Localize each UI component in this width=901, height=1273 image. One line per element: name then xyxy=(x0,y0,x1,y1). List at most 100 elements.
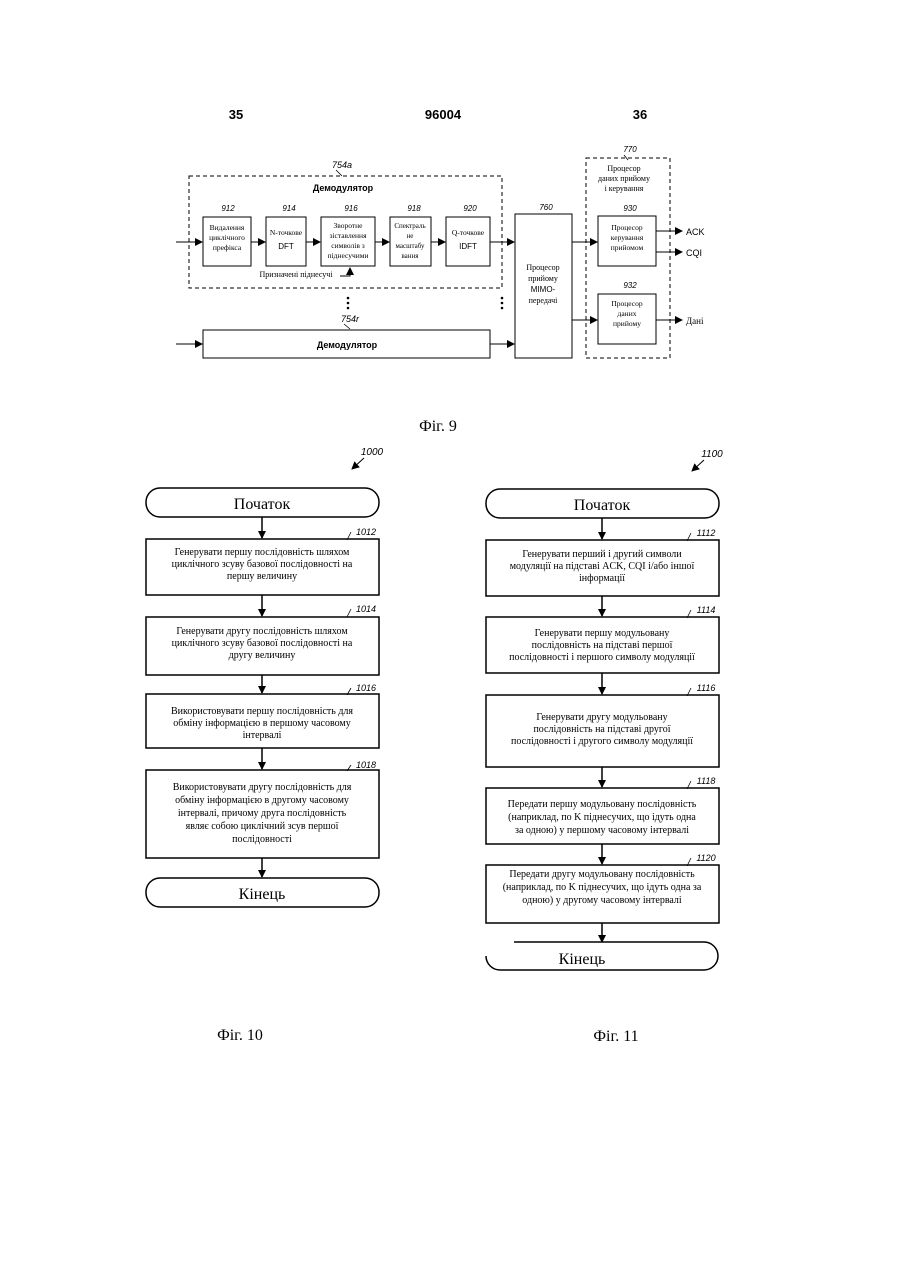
ref-1116: 1116 xyxy=(697,683,716,693)
block-918-line-4: вання xyxy=(401,252,419,260)
step-1014-line-1: Генерувати другу послідовність шляхом xyxy=(176,626,348,637)
block-930-line-3: прийомом xyxy=(611,243,644,252)
container-770-title-line-2: даних прийому xyxy=(598,174,650,183)
mimo-line-3: MIMO- xyxy=(531,285,556,294)
ellipsis-dots xyxy=(347,297,504,310)
page-number-right: 36 xyxy=(633,107,647,122)
block-930-line-2: керування xyxy=(611,233,644,242)
assigned-subcarriers-label: Призначені піднесучі xyxy=(259,270,333,279)
ref-918: 918 xyxy=(407,204,421,213)
figure-11-caption: Фіг. 11 xyxy=(593,1028,638,1045)
figure-10-caption: Фіг. 10 xyxy=(217,1027,263,1044)
ref-912: 912 xyxy=(221,204,235,213)
ref-920: 920 xyxy=(463,204,477,213)
figure-10: 1000 Початок 1012 Генерувати першу послі… xyxy=(146,447,384,1044)
ref-1000: 1000 xyxy=(361,447,384,458)
block-912-line-3: префікса xyxy=(213,243,242,252)
step-1018-line-2: обміну інформацією в другому часовому xyxy=(175,795,349,806)
block-918-line-3: масштабу xyxy=(395,242,425,250)
page-number-left: 35 xyxy=(229,107,243,122)
output-data: Дані xyxy=(686,316,704,326)
ref-754a: 754a xyxy=(332,160,352,170)
step-1120-line-2: (наприклад, по K піднесучих, що ідуть од… xyxy=(503,882,702,893)
figure-9: 754a Демодулятор 912 Видалення циклічног… xyxy=(176,145,705,435)
ref-914: 914 xyxy=(282,204,296,213)
block-932-line-2: даних xyxy=(618,309,637,318)
demodulator-754r-title: Демодулятор xyxy=(317,340,378,350)
block-918-line-1: Спектраль xyxy=(394,222,425,230)
step-1018-line-1: Використовувати другу послідовність для xyxy=(173,782,352,793)
fig11-start-label: Початок xyxy=(574,497,631,514)
step-1012-line-3: першу величину xyxy=(227,571,297,582)
block-932-line-1: Процесор xyxy=(611,299,643,308)
step-1112-line-2: модуляції на підставі ACK, CQI і/або інш… xyxy=(510,561,695,572)
step-1116-line-1: Генерувати другу модульовану xyxy=(536,712,667,723)
step-1120-line-3: одною) у другому часовому інтервалі xyxy=(522,895,682,906)
ref-916: 916 xyxy=(344,204,358,213)
block-920-line-2: IDFT xyxy=(459,242,477,251)
fig11-end-label: Кінець xyxy=(559,951,606,968)
ref-1012: 1012 xyxy=(356,527,376,537)
step-1114-line-3: послідовності і першого символу модуляці… xyxy=(509,652,695,663)
block-930-line-1: Процесор xyxy=(611,223,643,232)
demodulator-title: Демодулятор xyxy=(313,183,374,193)
step-1014-line-3: другу величину xyxy=(229,650,296,661)
figure-9-caption: Фіг. 9 xyxy=(419,418,457,435)
step-1114-line-2: послідовність на підставі першої xyxy=(532,640,673,651)
step-1016-line-3: інтервалі xyxy=(243,730,282,741)
step-1118-line-3: за одною) у першому часовому інтервалі xyxy=(515,825,689,836)
block-912-line-2: циклічного xyxy=(209,233,245,242)
mimo-line-2: прийому xyxy=(528,274,558,283)
block-920-line-1: Q-точкове xyxy=(452,228,485,237)
ref-1016: 1016 xyxy=(356,683,376,693)
step-1012-line-1: Генерувати першу послідовність шляхом xyxy=(175,547,350,558)
step-1116-line-3: послідовності і другого символу модуляці… xyxy=(511,736,693,747)
ref-754r: 754r xyxy=(341,314,360,324)
step-1112-line-3: інформації xyxy=(579,573,625,584)
ref-930: 930 xyxy=(623,204,637,213)
block-916-line-4: піднесучими xyxy=(328,251,369,260)
step-1114-line-1: Генерувати першу модульовану xyxy=(535,628,670,639)
step-1118-line-2: (наприклад, по K піднесучих, що ідуть од… xyxy=(508,812,696,823)
step-1116-line-2: послідовність на підставі другої xyxy=(533,724,670,735)
block-918-line-2: не xyxy=(407,232,414,240)
output-cqi: CQI xyxy=(686,248,702,258)
ref-932: 932 xyxy=(623,281,637,290)
step-1120-line-1: Передати другу модульовану послідовність xyxy=(509,869,695,880)
container-770-title-line-1: Процесор xyxy=(607,164,640,173)
step-1018-line-4: являє собою циклічний зсув першої xyxy=(186,821,339,832)
ref-1014: 1014 xyxy=(356,604,376,614)
step-1112-line-1: Генерувати перший і другий символи xyxy=(522,549,682,560)
step-1012-line-2: циклічного зсуву базової послідовності н… xyxy=(172,559,353,570)
ref-770: 770 xyxy=(623,145,637,154)
ref-1112: 1112 xyxy=(697,528,716,538)
step-1018-line-5: послідовності xyxy=(232,834,292,845)
block-932-line-3: прийому xyxy=(613,319,641,328)
block-914-line-2: DFT xyxy=(278,242,294,251)
block-916-line-2: зіставлення xyxy=(329,231,367,240)
block-914-line-1: N-точкове xyxy=(270,228,303,237)
step-1014-line-2: циклічного зсуву базової послідовності н… xyxy=(172,638,353,649)
ref-1100: 1100 xyxy=(701,449,723,460)
ref-760: 760 xyxy=(539,203,553,212)
ref-1018: 1018 xyxy=(356,760,376,770)
document-number: 96004 xyxy=(425,107,462,122)
mimo-line-1: Процесор xyxy=(526,263,559,272)
step-1016-line-1: Використовувати першу послідовність для xyxy=(171,706,353,717)
container-770-title-line-3: і керування xyxy=(605,184,644,193)
ref-1118: 1118 xyxy=(697,776,716,786)
ref-1120: 1120 xyxy=(696,853,715,863)
block-912-line-1: Видалення xyxy=(210,223,245,232)
step-1018-line-3: інтервалі, причому друга послідовність xyxy=(178,808,347,819)
output-ack: ACK xyxy=(686,227,705,237)
fig10-end-label: Кінець xyxy=(239,886,286,903)
mimo-line-4: передачі xyxy=(529,296,559,305)
block-916-line-3: символів з xyxy=(331,241,364,250)
block-916-line-1: Зворотне xyxy=(333,221,363,230)
ref-1114: 1114 xyxy=(697,605,716,615)
step-1016-line-2: обміну інформацією в першому часовому xyxy=(173,718,351,729)
figure-11: 1100 Початок 1112 Генерувати перший і др… xyxy=(486,449,723,1045)
fig10-start-label: Початок xyxy=(234,496,291,513)
step-1118-line-1: Передати першу модульовану послідовність xyxy=(508,799,697,810)
